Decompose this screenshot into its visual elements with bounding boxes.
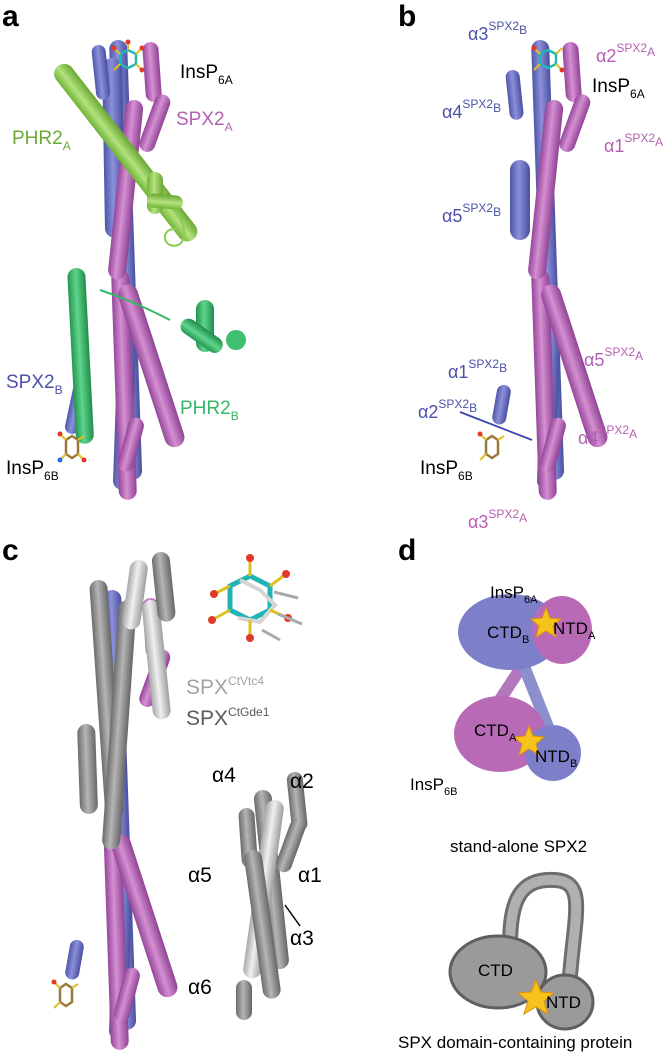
insp6-star-icon (516, 978, 556, 1016)
superposed-structure (65, 551, 178, 1050)
gray-spx-domain (236, 771, 308, 1020)
label-b-insp6b: InsP6B (420, 458, 473, 483)
label-insp6b: InsP6B (6, 458, 59, 483)
label-d-ntd-a: NTDA (553, 619, 596, 642)
panel-c: c (2, 534, 322, 1050)
label-spx-ctvtc4: SPXCtVtc4 (186, 674, 264, 699)
label-d-ctd-b: CTDB (487, 623, 529, 646)
insp6b-star-icon (512, 724, 546, 757)
spx2a-helices (528, 41, 608, 500)
label-c-alpha2: α2 (290, 770, 314, 793)
label-b-a3-spx2a: α3SPX2A (468, 507, 527, 532)
label-d-insp6b: InsP6B (410, 775, 458, 798)
insp6a-ligand-icon (531, 45, 565, 73)
insp6a-star-icon (529, 606, 563, 639)
label-b-insp6a: InsP6A (592, 76, 645, 101)
label-b-a2-spx2a: α2SPX2A (596, 41, 655, 66)
panel-letter-c: c (2, 534, 19, 567)
insp6a-ligand-icon (111, 39, 145, 73)
panel-letter-b: b (398, 0, 416, 33)
caption-spx-domain-protein: SPX domain-containing protein (398, 1033, 632, 1052)
label-b-a3-spx2b: α3SPX2B (468, 19, 527, 44)
insp6b-ligand-icon (477, 431, 505, 461)
insp6-ligand-superposition-icon (208, 554, 303, 642)
panel-d: d InsP6A CTDB NTDA CTDA NTDB InsP6B stan… (398, 534, 632, 1052)
phr2b-structure (67, 267, 246, 444)
phr2a-structure (54, 63, 198, 247)
label-d-insp6a: InsP6A (490, 583, 538, 606)
label-d-ntd: NTD (546, 993, 581, 1012)
label-phr2a: PHR2A (12, 128, 71, 153)
ctd-domain (448, 934, 548, 1010)
panel-letter-a: a (2, 0, 19, 33)
alpha3-pointer-line (284, 904, 301, 927)
label-c-alpha6: α6 (188, 976, 212, 999)
caption-standalone-spx2: stand-alone SPX2 (450, 837, 587, 856)
label-d-ntd-b: NTDB (535, 747, 577, 770)
label-c-alpha1: α1 (298, 864, 322, 887)
label-c-alpha4: α4 (212, 764, 236, 787)
label-phr2b: PHR2B (180, 398, 239, 423)
label-c-alpha5: α5 (188, 864, 212, 887)
label-d-ctd: CTD (478, 961, 513, 980)
label-spx-ctgde1: SPXCtGde1 (186, 705, 270, 730)
label-b-a5-spx2a: α5SPX2A (584, 345, 643, 370)
label-b-a1-spx2a: α1SPX2A (604, 131, 663, 156)
spx2a-structure (108, 41, 185, 500)
label-spx2a: SPX2A (176, 109, 233, 134)
panel-letter-d: d (398, 534, 416, 567)
label-c-alpha3: α3 (290, 927, 314, 950)
label-b-a1-spx2b: α1SPX2B (448, 357, 507, 382)
label-b-a2-spx2b: α2SPX2B (418, 397, 477, 422)
spx-domain-protein-schematic (448, 871, 595, 1031)
label-d-ctd-a: CTDA (474, 721, 517, 744)
alpha2-pointer-line (459, 411, 533, 441)
label-b-a4-spx2a: α4SPX2A (578, 423, 637, 448)
panel-b: b α3SPX2B α2SPX2A InsP (398, 0, 663, 532)
ctd-b-domain (458, 594, 562, 670)
label-spx2b: SPX2B (6, 372, 63, 397)
insp6-ligand-small-icon (51, 979, 79, 1009)
panel-a: a (2, 0, 246, 500)
label-b-a4-spx2b: α4SPX2B (442, 97, 501, 122)
label-insp6a: InsP6A (180, 62, 233, 87)
label-b-a5-spx2b: α5SPX2B (442, 201, 501, 226)
standalone-spx2-schematic (454, 594, 592, 781)
insp6b-ligand-icon (57, 431, 87, 463)
